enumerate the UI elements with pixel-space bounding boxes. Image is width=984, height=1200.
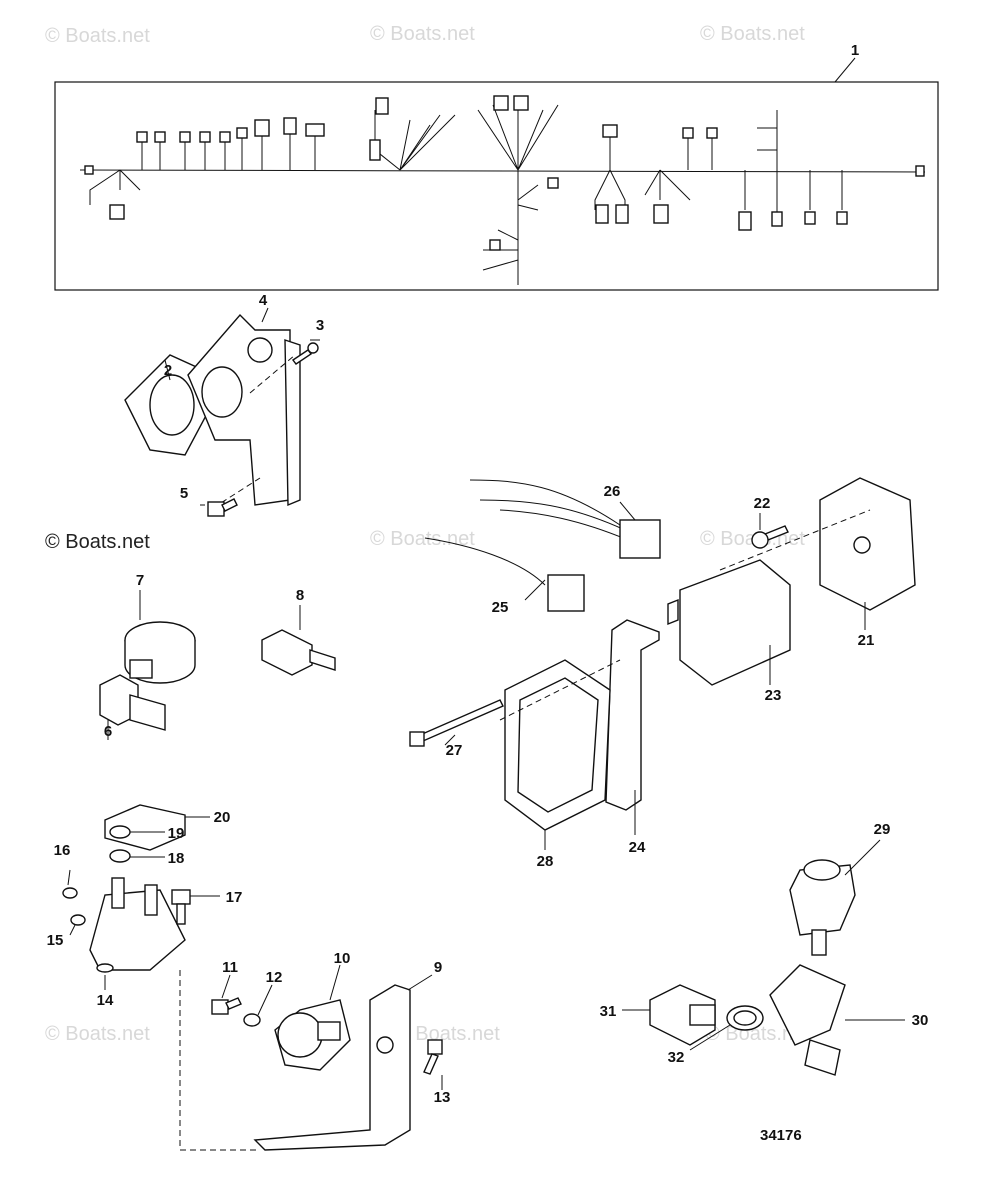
watermark: © Boats.net	[370, 23, 475, 45]
diagram-number: 34176	[760, 1127, 802, 1144]
callout-6: 6	[104, 723, 112, 740]
watermark: © Boats.net	[45, 25, 150, 47]
callout-5: 5	[180, 485, 188, 502]
bracket-9	[253, 984, 411, 1151]
screw-3	[291, 342, 319, 365]
callout-15: 15	[47, 932, 64, 949]
callout-25: 25	[492, 599, 509, 616]
bolt-5	[207, 498, 238, 517]
callout-27: 27	[446, 742, 463, 759]
copyright-text: © Boats.net	[45, 531, 150, 553]
washer-32	[726, 1005, 764, 1031]
callouts: 1 2 3 4 5 6 7 8 9 10 11 12 13 14 15 16 1…	[47, 42, 929, 1106]
callout-7: 7	[136, 572, 144, 589]
sensor-harness-25	[424, 537, 585, 612]
screw-13	[423, 1039, 443, 1075]
nut-16	[62, 887, 78, 899]
watermark: © Boats.net	[395, 1023, 500, 1045]
callout-32: 32	[668, 1049, 685, 1066]
callout-30: 30	[912, 1012, 929, 1029]
callout-31: 31	[600, 1003, 617, 1020]
screw-22	[751, 525, 789, 549]
washer-12	[243, 1013, 261, 1027]
fitting-6	[99, 674, 166, 731]
watermark: © Boats.net	[705, 1023, 810, 1045]
sensor-29	[789, 859, 856, 956]
wiring-harness	[54, 81, 939, 291]
callout-29: 29	[874, 821, 891, 838]
callout-12: 12	[266, 969, 283, 986]
watermark: © Boats.net	[700, 23, 805, 45]
nut-19	[109, 825, 131, 839]
cover-21	[819, 477, 916, 611]
callout-26: 26	[604, 483, 621, 500]
screw-17	[171, 889, 191, 925]
callout-3: 3	[316, 317, 324, 334]
callout-13: 13	[434, 1089, 451, 1106]
leader-lines	[67, 57, 905, 1090]
sensor-harness-26	[469, 479, 661, 559]
plug-31	[649, 984, 716, 1046]
bracket-plates	[124, 313, 301, 509]
sensor-8	[261, 629, 336, 676]
callout-20: 20	[214, 809, 231, 826]
watermarks: © Boats.net © Boats.net © Boats.net © Bo…	[45, 23, 810, 1045]
callout-2: 2	[164, 362, 172, 379]
relay-14	[89, 877, 186, 973]
callout-4: 4	[259, 292, 268, 309]
callout-19: 19	[168, 825, 185, 842]
controller-28	[504, 659, 611, 831]
bracket-24	[605, 619, 660, 811]
callout-10: 10	[334, 950, 351, 967]
callout-16: 16	[54, 842, 71, 859]
callout-9: 9	[434, 959, 442, 976]
bolt-11	[211, 997, 242, 1015]
fitting-30	[769, 964, 846, 1076]
callout-11: 11	[222, 959, 238, 976]
washer-18	[109, 849, 131, 863]
callout-23: 23	[765, 687, 782, 704]
callout-18: 18	[168, 850, 185, 867]
cap-20	[104, 804, 186, 851]
callout-1: 1	[851, 42, 859, 59]
callout-21: 21	[858, 632, 875, 649]
switch-10	[274, 999, 351, 1071]
watermark: © Boats.net	[370, 528, 475, 550]
callout-28: 28	[537, 853, 554, 870]
bolt-27	[409, 699, 504, 747]
module-23	[667, 559, 791, 686]
callout-14: 14	[97, 992, 114, 1009]
washer-15	[70, 914, 86, 926]
watermark: © Boats.net	[45, 1023, 150, 1045]
sender-7	[124, 621, 196, 684]
callout-22: 22	[754, 495, 771, 512]
callout-8: 8	[296, 587, 304, 604]
callout-24: 24	[629, 839, 646, 856]
callout-17: 17	[226, 889, 243, 906]
